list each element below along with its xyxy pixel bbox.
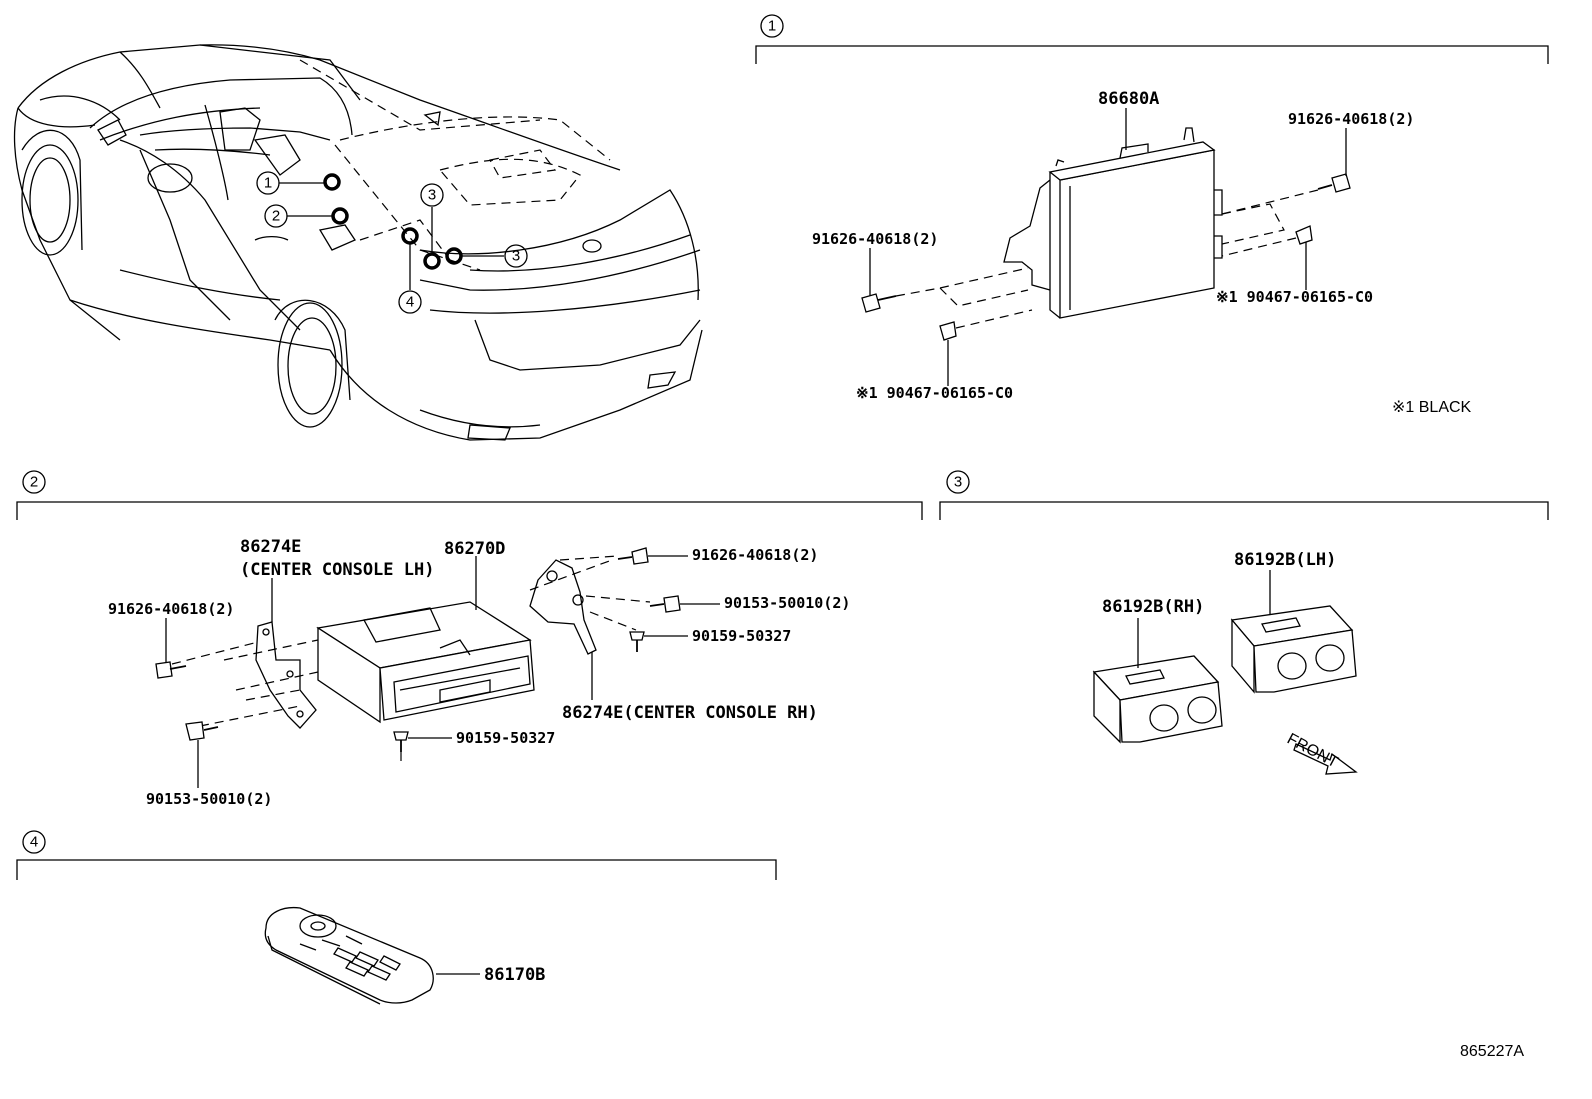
bolt-left xyxy=(861,248,941,313)
label-90467-bottom: ※1 90467-06165-C0 xyxy=(856,384,1013,402)
label-center-console-lh: (CENTER CONSOLE LH) xyxy=(240,560,434,580)
clip-bottom xyxy=(939,309,1033,386)
svg-text:3: 3 xyxy=(954,474,962,491)
remote-control xyxy=(264,906,480,1005)
section-2-bracket xyxy=(16,501,923,520)
label-86680A: 86680A xyxy=(1098,89,1159,109)
label-86270D: 86270D xyxy=(444,539,505,559)
front-label: FRONT xyxy=(1284,731,1341,772)
label-86274E-rh: 86274E(CENTER CONSOLE RH) xyxy=(562,703,818,723)
svg-text:1: 1 xyxy=(768,18,776,35)
overview-callout-2: 2 xyxy=(264,204,288,228)
bracket-center-console-lh xyxy=(255,578,317,729)
bolt-upper-right xyxy=(1221,128,1351,215)
section-1-bracket xyxy=(755,45,1549,64)
section-4: 4 86170B xyxy=(16,830,777,1005)
bolt-bottom-2 xyxy=(185,721,219,788)
seat-heater-switch-rh xyxy=(1092,618,1223,744)
section-2: 2 86270D 86274E (CENTER CONSOLE LH) xyxy=(16,470,923,808)
svg-text:3: 3 xyxy=(512,248,520,265)
bolt-top-right-2 xyxy=(617,547,688,565)
bolt-right-2 xyxy=(649,595,720,613)
diagram-id: 865227A xyxy=(1460,1043,1524,1060)
car-illustration xyxy=(13,44,703,441)
section-1: 1 86680A 91626-40618(2) xyxy=(755,14,1549,416)
section-2-callout: 2 xyxy=(22,470,46,494)
section-1-callout: 1 xyxy=(760,14,784,38)
overview-callout-4: 4 xyxy=(398,290,422,314)
section-3-bracket xyxy=(939,501,1549,520)
label-91626-40618-s2-top: 91626-40618(2) xyxy=(692,546,818,564)
label-86170B: 86170B xyxy=(484,965,545,985)
label-91626-40618-left: 91626-40618(2) xyxy=(812,230,938,248)
screw-bottom-2 xyxy=(393,731,452,766)
svg-text:2: 2 xyxy=(30,474,38,491)
svg-text:1: 1 xyxy=(264,175,272,192)
overview-callout-3a: 3 xyxy=(420,183,444,207)
section-3-callout: 3 xyxy=(946,470,970,494)
label-86192B-rh: 86192B(RH) xyxy=(1102,597,1204,617)
overview-callout-1: 1 xyxy=(256,171,280,195)
label-90159-50327-s2-right: 90159-50327 xyxy=(692,627,791,645)
svg-text:4: 4 xyxy=(406,294,414,311)
screw-right-2 xyxy=(629,631,688,652)
svg-text:2: 2 xyxy=(272,208,280,225)
bracket-center-console-rh xyxy=(529,559,597,700)
multi-display-module xyxy=(1003,127,1223,319)
climate-control-panel xyxy=(316,556,535,724)
seat-heater-switch-lh xyxy=(1230,570,1357,694)
label-86192B-lh: 86192B(LH) xyxy=(1234,550,1336,570)
label-90153-50010-s2-right: 90153-50010(2) xyxy=(724,594,850,612)
svg-text:4: 4 xyxy=(30,834,38,851)
section-3: 3 86192B(LH) 86192B(RH) FRON xyxy=(939,470,1549,775)
section-4-bracket xyxy=(16,859,777,880)
clip-right xyxy=(1221,225,1313,290)
bolt-left-2 xyxy=(155,618,187,679)
note-black: ※1 BLACK xyxy=(1392,399,1472,416)
label-86274E-lh: 86274E xyxy=(240,537,301,557)
label-90159-50327-s2-bottom: 90159-50327 xyxy=(456,729,555,747)
label-90153-50010-s2-bottom: 90153-50010(2) xyxy=(146,790,272,808)
overview-callout-3b: 3 xyxy=(504,244,528,268)
label-90467-right: ※1 90467-06165-C0 xyxy=(1216,288,1373,306)
label-91626-40618-s2-left: 91626-40618(2) xyxy=(108,600,234,618)
front-arrow-icon: FRONT xyxy=(1284,731,1358,775)
label-91626-40618-upper: 91626-40618(2) xyxy=(1288,110,1414,128)
section-4-callout: 4 xyxy=(22,830,46,854)
svg-text:3: 3 xyxy=(428,187,436,204)
